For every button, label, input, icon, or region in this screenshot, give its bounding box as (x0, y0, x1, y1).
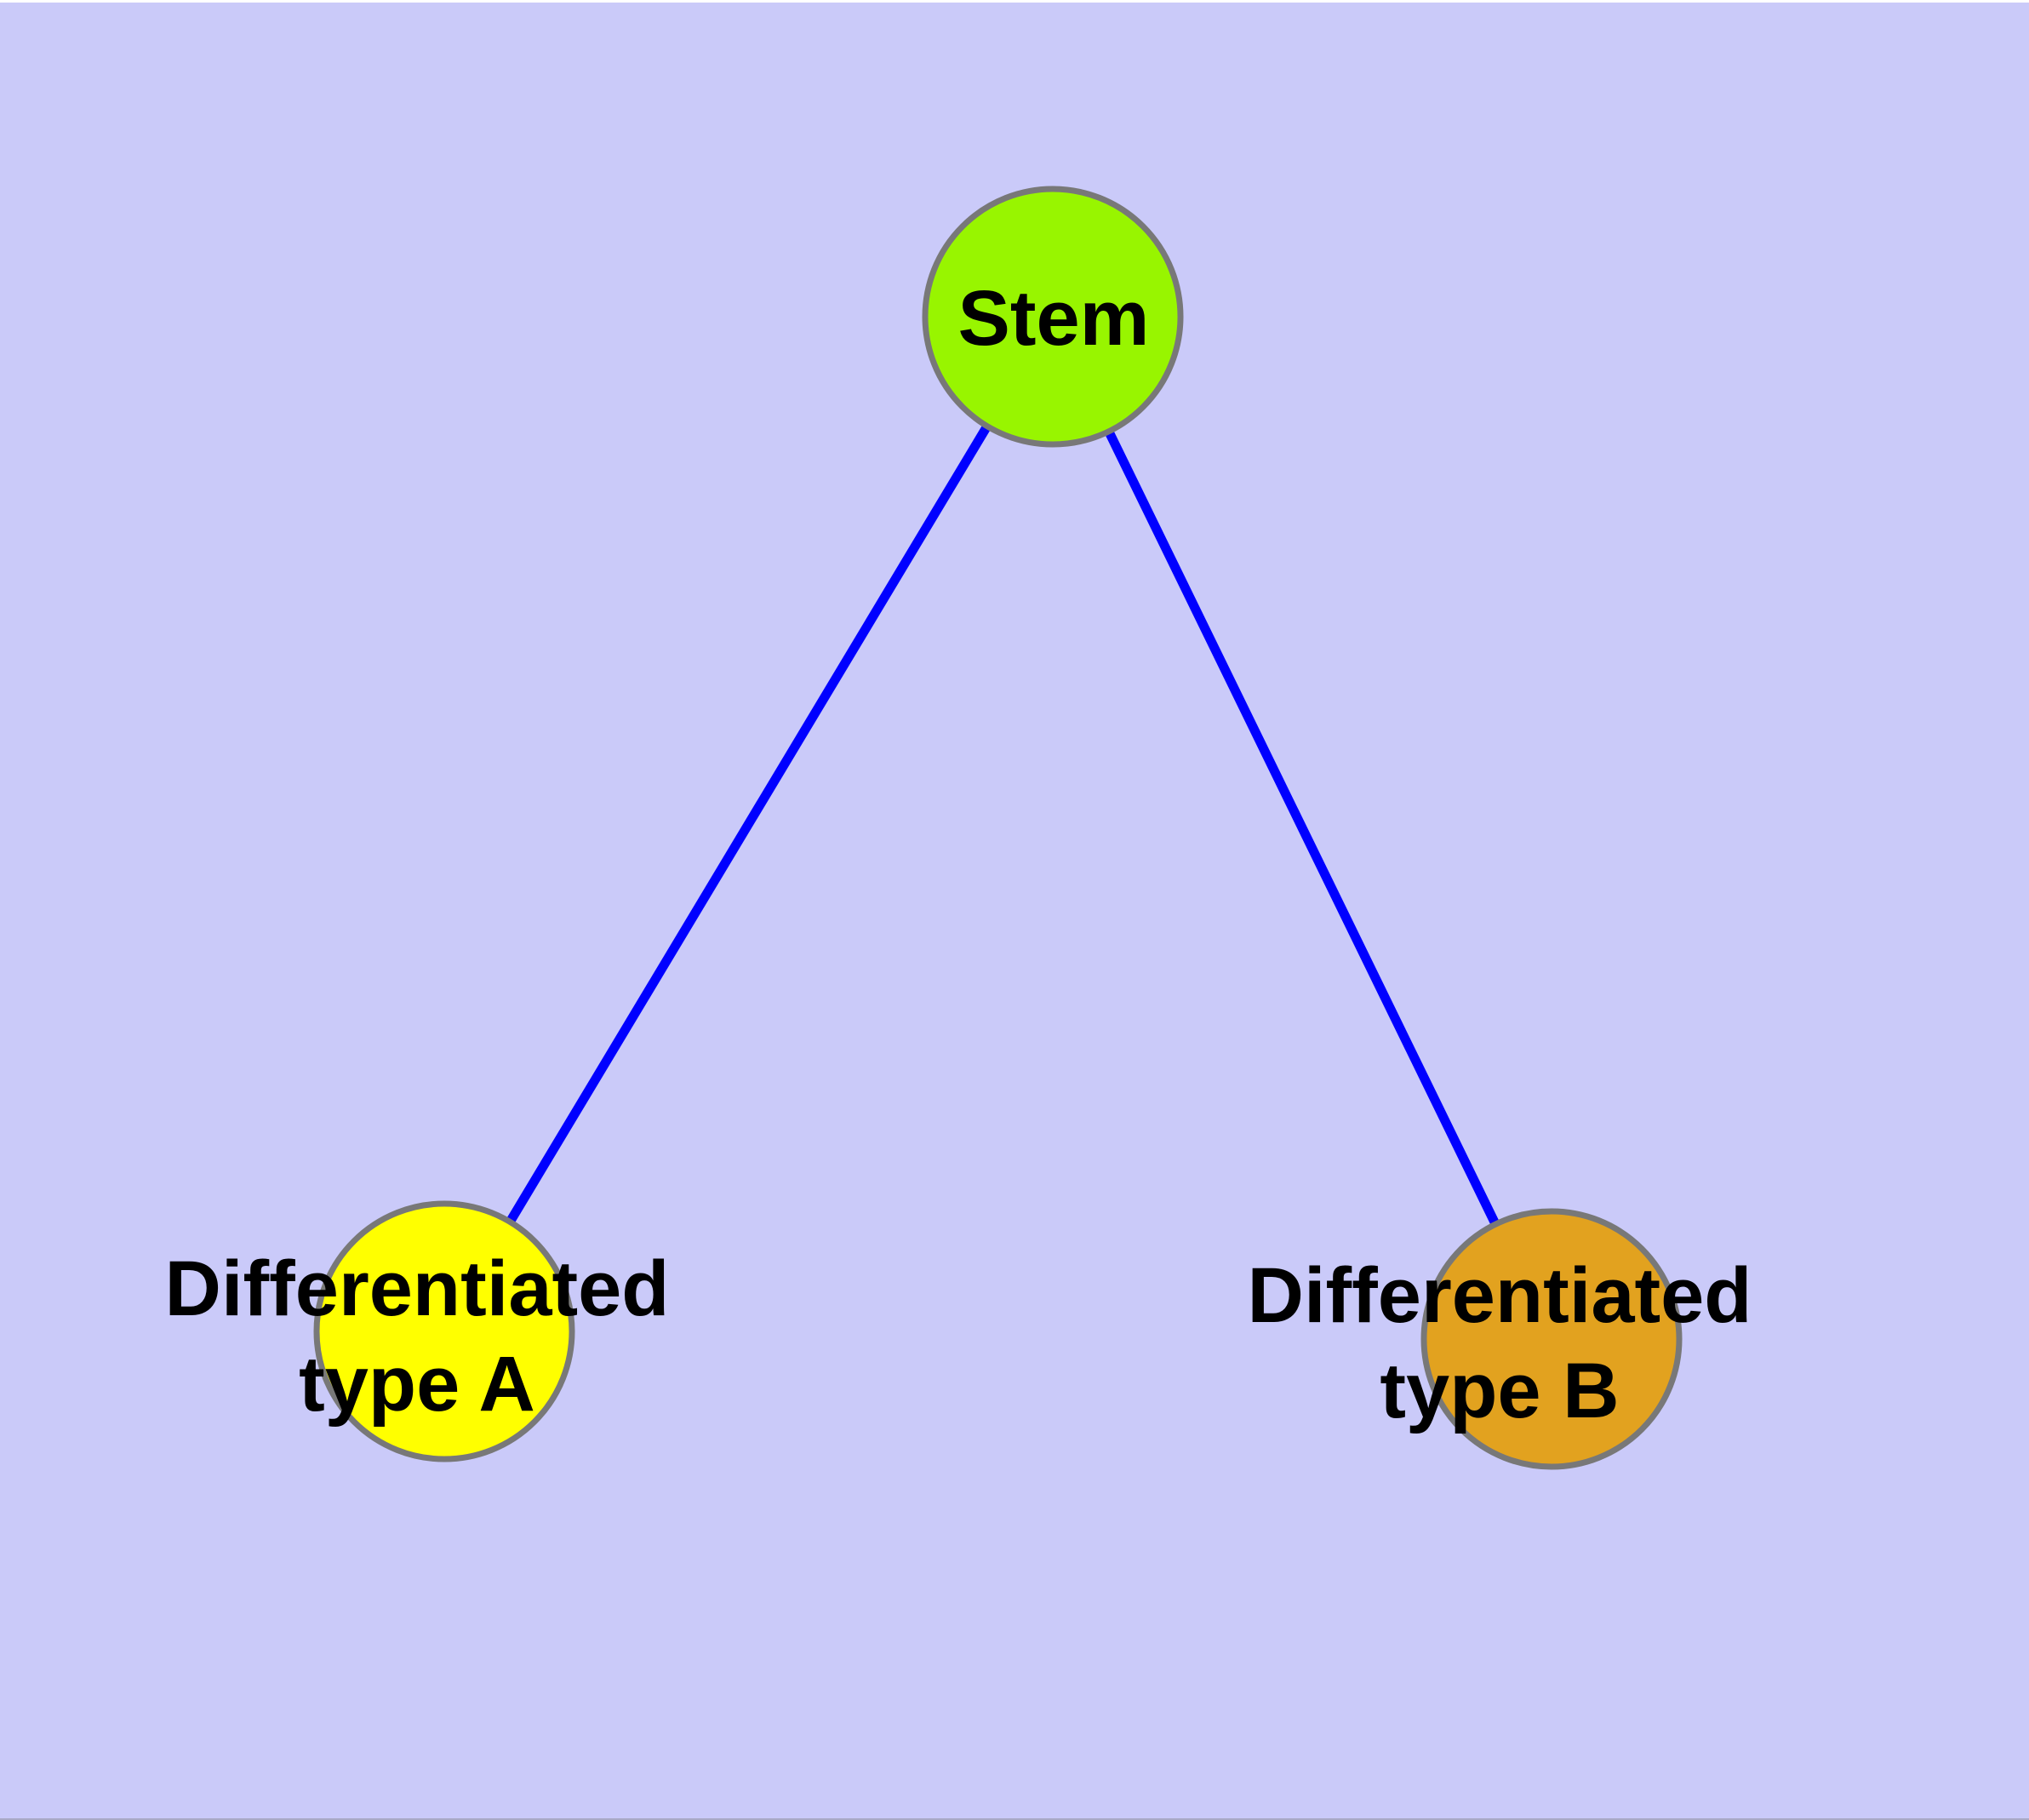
node-stem-label: Stem (958, 271, 1150, 366)
edge-stem-to-type-b (1049, 314, 1556, 1342)
label-line: Differentiated (164, 1245, 670, 1332)
node-type-b-label: Differentiated type B (1248, 1248, 1752, 1439)
label-line: type B (1380, 1348, 1620, 1434)
label-line: Stem (957, 275, 1150, 362)
edge-stem-to-type-a (440, 314, 1057, 1334)
node-differentiated-type-b (1420, 1208, 1683, 1470)
node-stem (922, 186, 1184, 448)
top-margin-strip (0, 0, 2029, 3)
label-line: Differentiated (1247, 1252, 1752, 1339)
label-line: type A (299, 1341, 535, 1428)
bottom-edge-line (0, 1818, 2029, 1820)
node-type-a-label: Differentiated type A (165, 1241, 670, 1432)
node-differentiated-type-a (313, 1200, 575, 1462)
